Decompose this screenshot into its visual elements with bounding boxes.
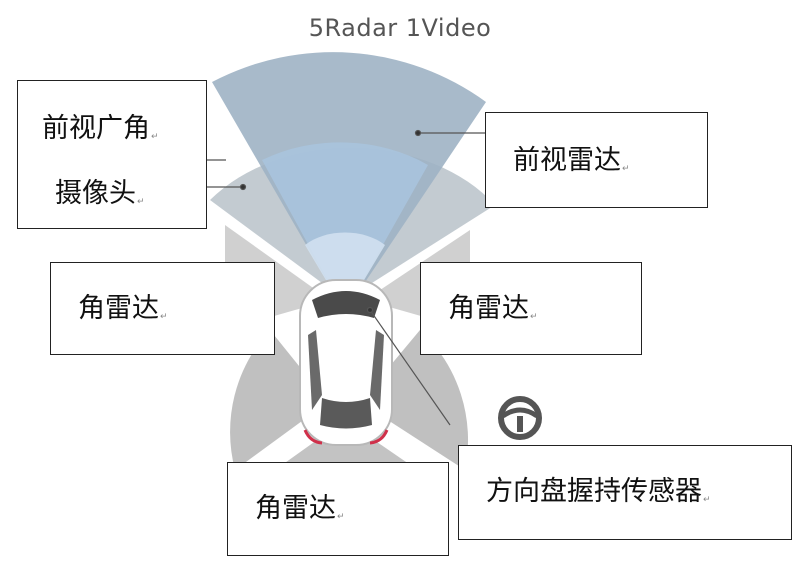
rear-corner-radar-callout: [227, 462, 449, 556]
rear-corner-radar-label: 角雷达↵: [255, 493, 345, 524]
rear-right-radar-fan: [360, 330, 469, 470]
paragraph-mark-icon: ↵: [160, 312, 168, 322]
right-corner-radar-callout: [420, 262, 642, 355]
paragraph-mark-icon: ↵: [703, 495, 711, 505]
leader-lines: [207, 129, 485, 426]
steering-wheel-icon: [498, 396, 542, 440]
paragraph-mark-icon: ↵: [337, 512, 345, 522]
front-camera-label-line2: 摄像头↵: [55, 178, 145, 209]
front-camera-callout: [17, 80, 207, 229]
diagram-title: 5Radar 1Video: [308, 14, 492, 42]
paragraph-mark-icon: ↵: [622, 164, 630, 174]
paragraph-mark-icon: ↵: [151, 132, 159, 142]
front-radar-callout: [485, 112, 708, 208]
left-corner-radar-callout: [50, 262, 275, 355]
left-corner-radar-label: 角雷达↵: [78, 293, 168, 324]
right-corner-radar-label: 角雷达↵: [448, 293, 538, 324]
front-radar-label: 前视雷达↵: [513, 145, 630, 176]
front-camera-label-line1: 前视广角↵: [42, 113, 159, 144]
paragraph-mark-icon: ↵: [137, 197, 145, 207]
paragraph-mark-icon: ↵: [530, 312, 538, 322]
steering-sensor-callout: [458, 445, 792, 540]
front-camera-fan: [262, 142, 428, 312]
car-icon: [299, 279, 393, 446]
steering-sensor-label: 方向盘握持传感器↵: [486, 476, 711, 507]
rear-left-radar-fan: [230, 330, 328, 470]
front-camera-near-fan: [305, 232, 385, 312]
